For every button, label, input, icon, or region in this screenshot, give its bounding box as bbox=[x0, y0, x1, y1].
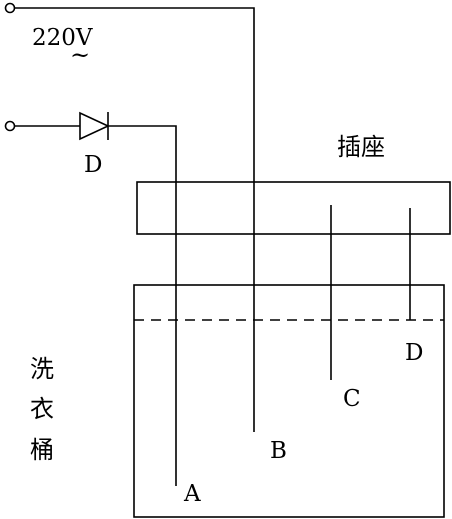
terminal-top bbox=[4, 2, 16, 14]
diode-label: D bbox=[84, 152, 102, 178]
tub-label-char-1: 洗 bbox=[30, 355, 54, 383]
probe-a-label: A bbox=[183, 481, 201, 507]
tub-label-char-2: 衣 bbox=[30, 395, 54, 423]
tub-body bbox=[133, 284, 445, 518]
diode-symbol bbox=[79, 111, 110, 141]
terminal-bottom bbox=[4, 120, 16, 132]
probe-c-label: C bbox=[343, 386, 361, 412]
ac-symbol: ~ bbox=[70, 41, 90, 69]
probe-b-label: B bbox=[270, 438, 287, 464]
probe-d-label: D bbox=[405, 340, 423, 366]
wire-to-probe-a bbox=[108, 125, 177, 486]
socket-body bbox=[136, 181, 451, 235]
wire-to-probe-b bbox=[14, 7, 255, 432]
socket-label: 插座 bbox=[337, 133, 385, 161]
voltage-label: 220V bbox=[32, 25, 93, 51]
tub-label-char-3: 桶 bbox=[30, 436, 54, 464]
